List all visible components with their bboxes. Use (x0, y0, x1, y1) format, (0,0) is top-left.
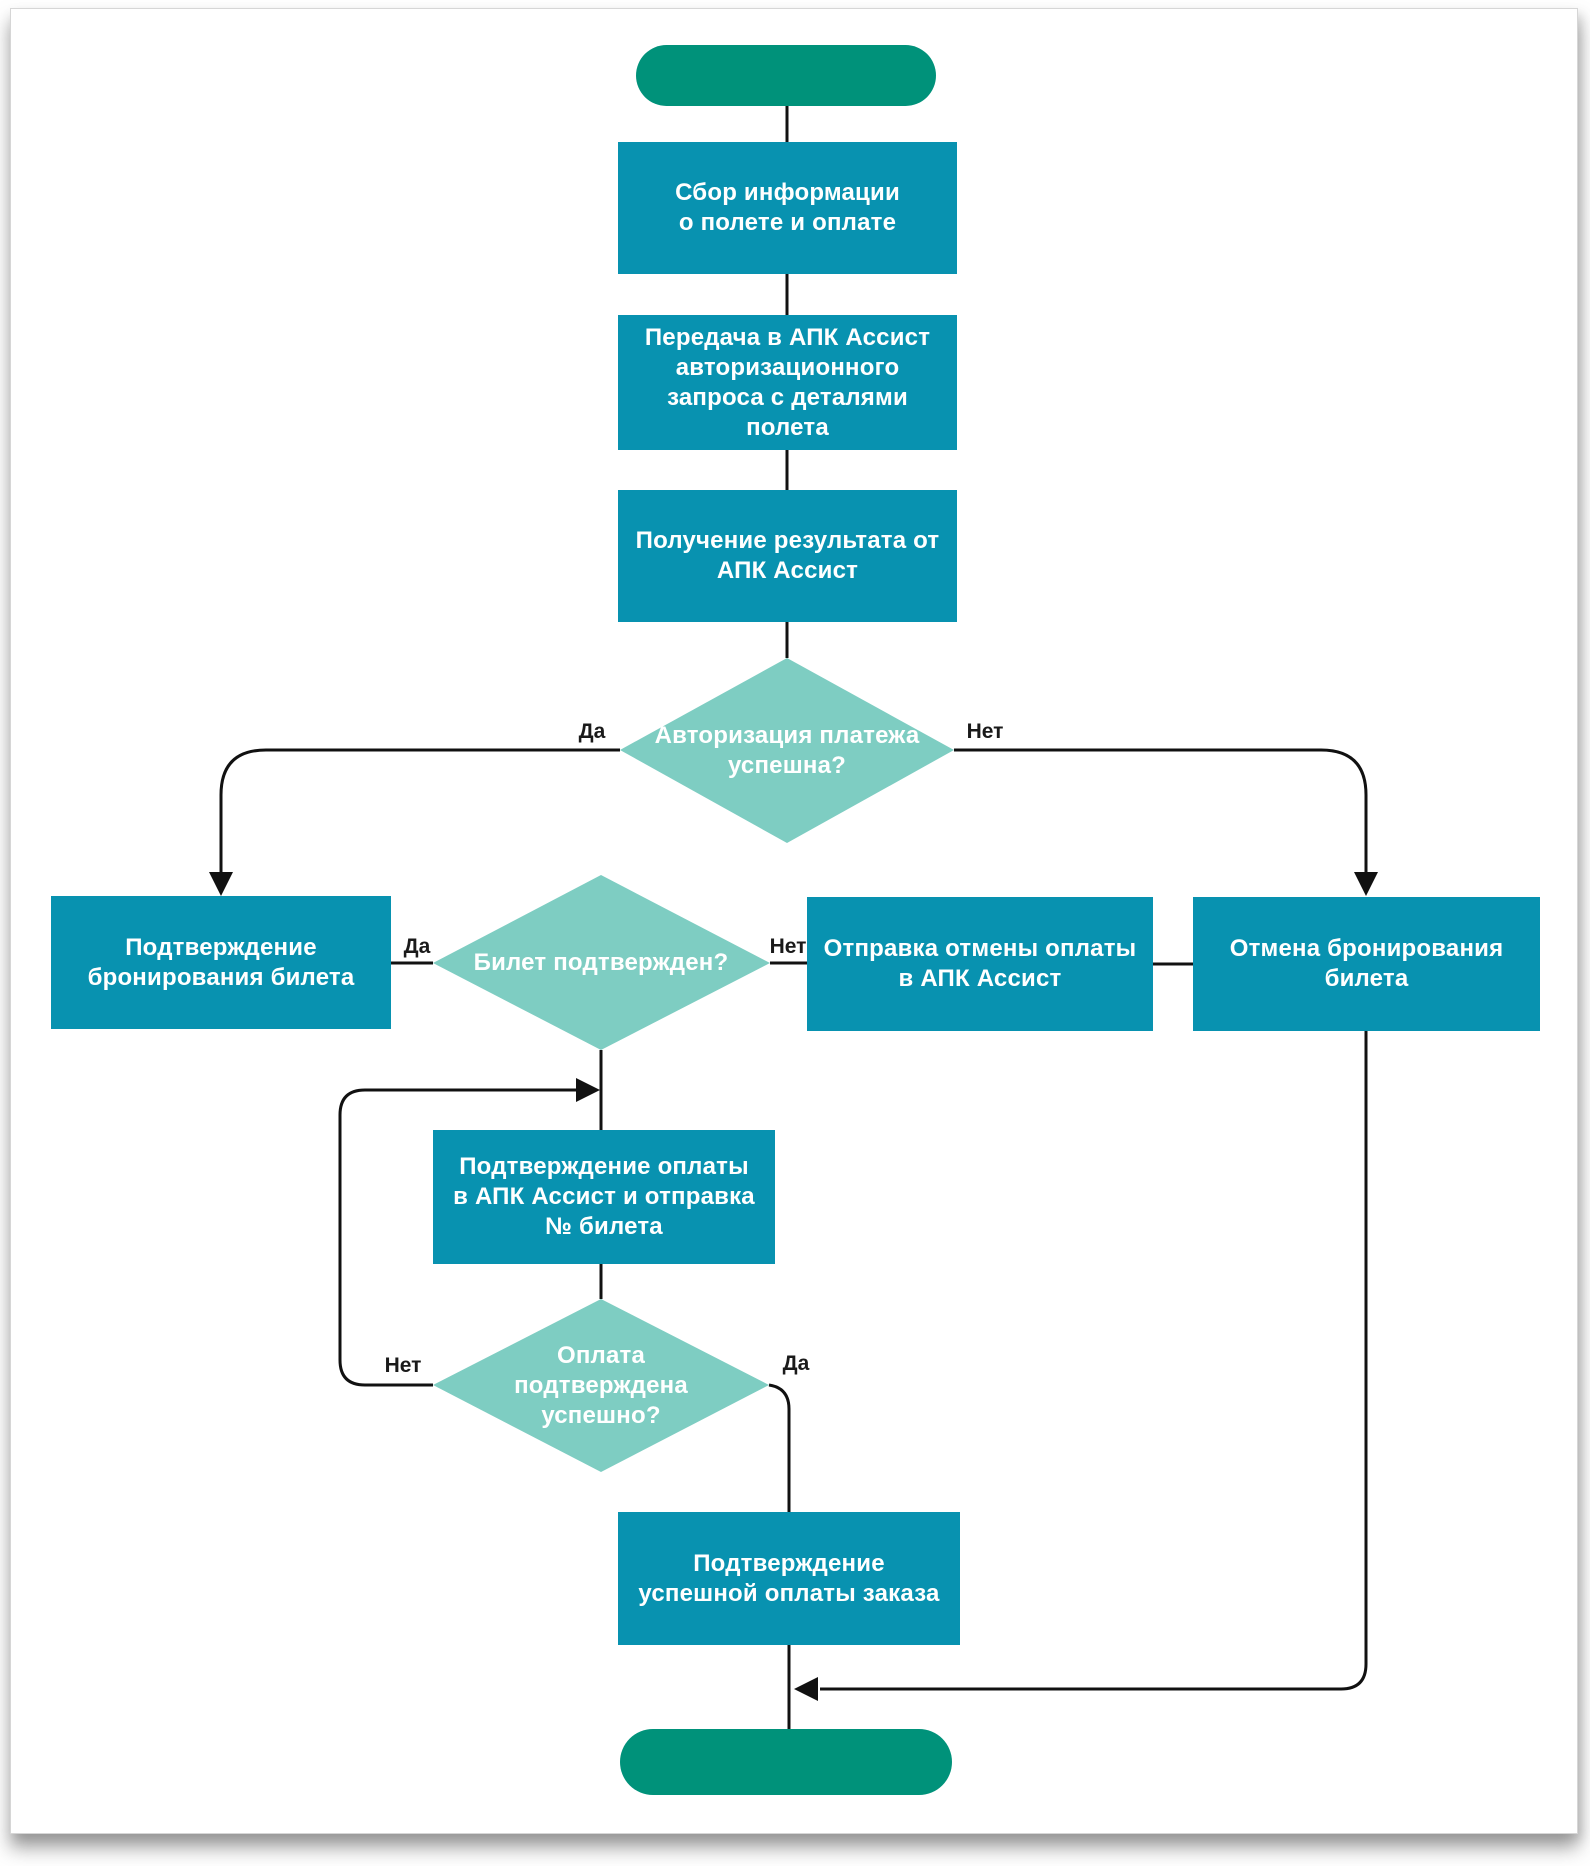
arrowhead-merge-into-end-line (794, 1677, 818, 1701)
arrowhead-group (209, 872, 1378, 1701)
process-confirm-order-shape (618, 1512, 960, 1645)
connector-group (219, 106, 1368, 1729)
arrowhead-loop-into-main-line (576, 1078, 600, 1102)
process-send-payment-cancel-shape (807, 897, 1153, 1031)
process-send-auth-request-shape (618, 315, 957, 450)
edge-auth-no-to-cancel-booking (954, 748, 1368, 874)
decision-payment-confirmed-shape (433, 1299, 769, 1472)
process-collect-info-shape (618, 142, 957, 274)
decision-ticket-confirmed-shape (433, 875, 770, 1050)
edge-auth-yes-to-confirm-booking (219, 748, 620, 874)
arrowhead-into-cancel-booking (1354, 872, 1378, 896)
edge-payment-no-loop (338, 1088, 577, 1387)
end-terminal-shape (620, 1729, 952, 1795)
start-terminal-shape (636, 45, 936, 106)
edge-payment-yes-to-confirm-order (768, 1383, 791, 1512)
process-confirm-booking-shape (51, 896, 391, 1029)
process-cancel-booking-shape (1193, 897, 1540, 1031)
decision-auth-success-shape (620, 658, 954, 843)
arrowhead-into-confirm-booking (209, 872, 233, 896)
process-receive-result-shape (618, 490, 957, 622)
process-confirm-payment-shape (433, 1130, 775, 1264)
edge-cancel-booking-to-end-merge (820, 1031, 1368, 1691)
